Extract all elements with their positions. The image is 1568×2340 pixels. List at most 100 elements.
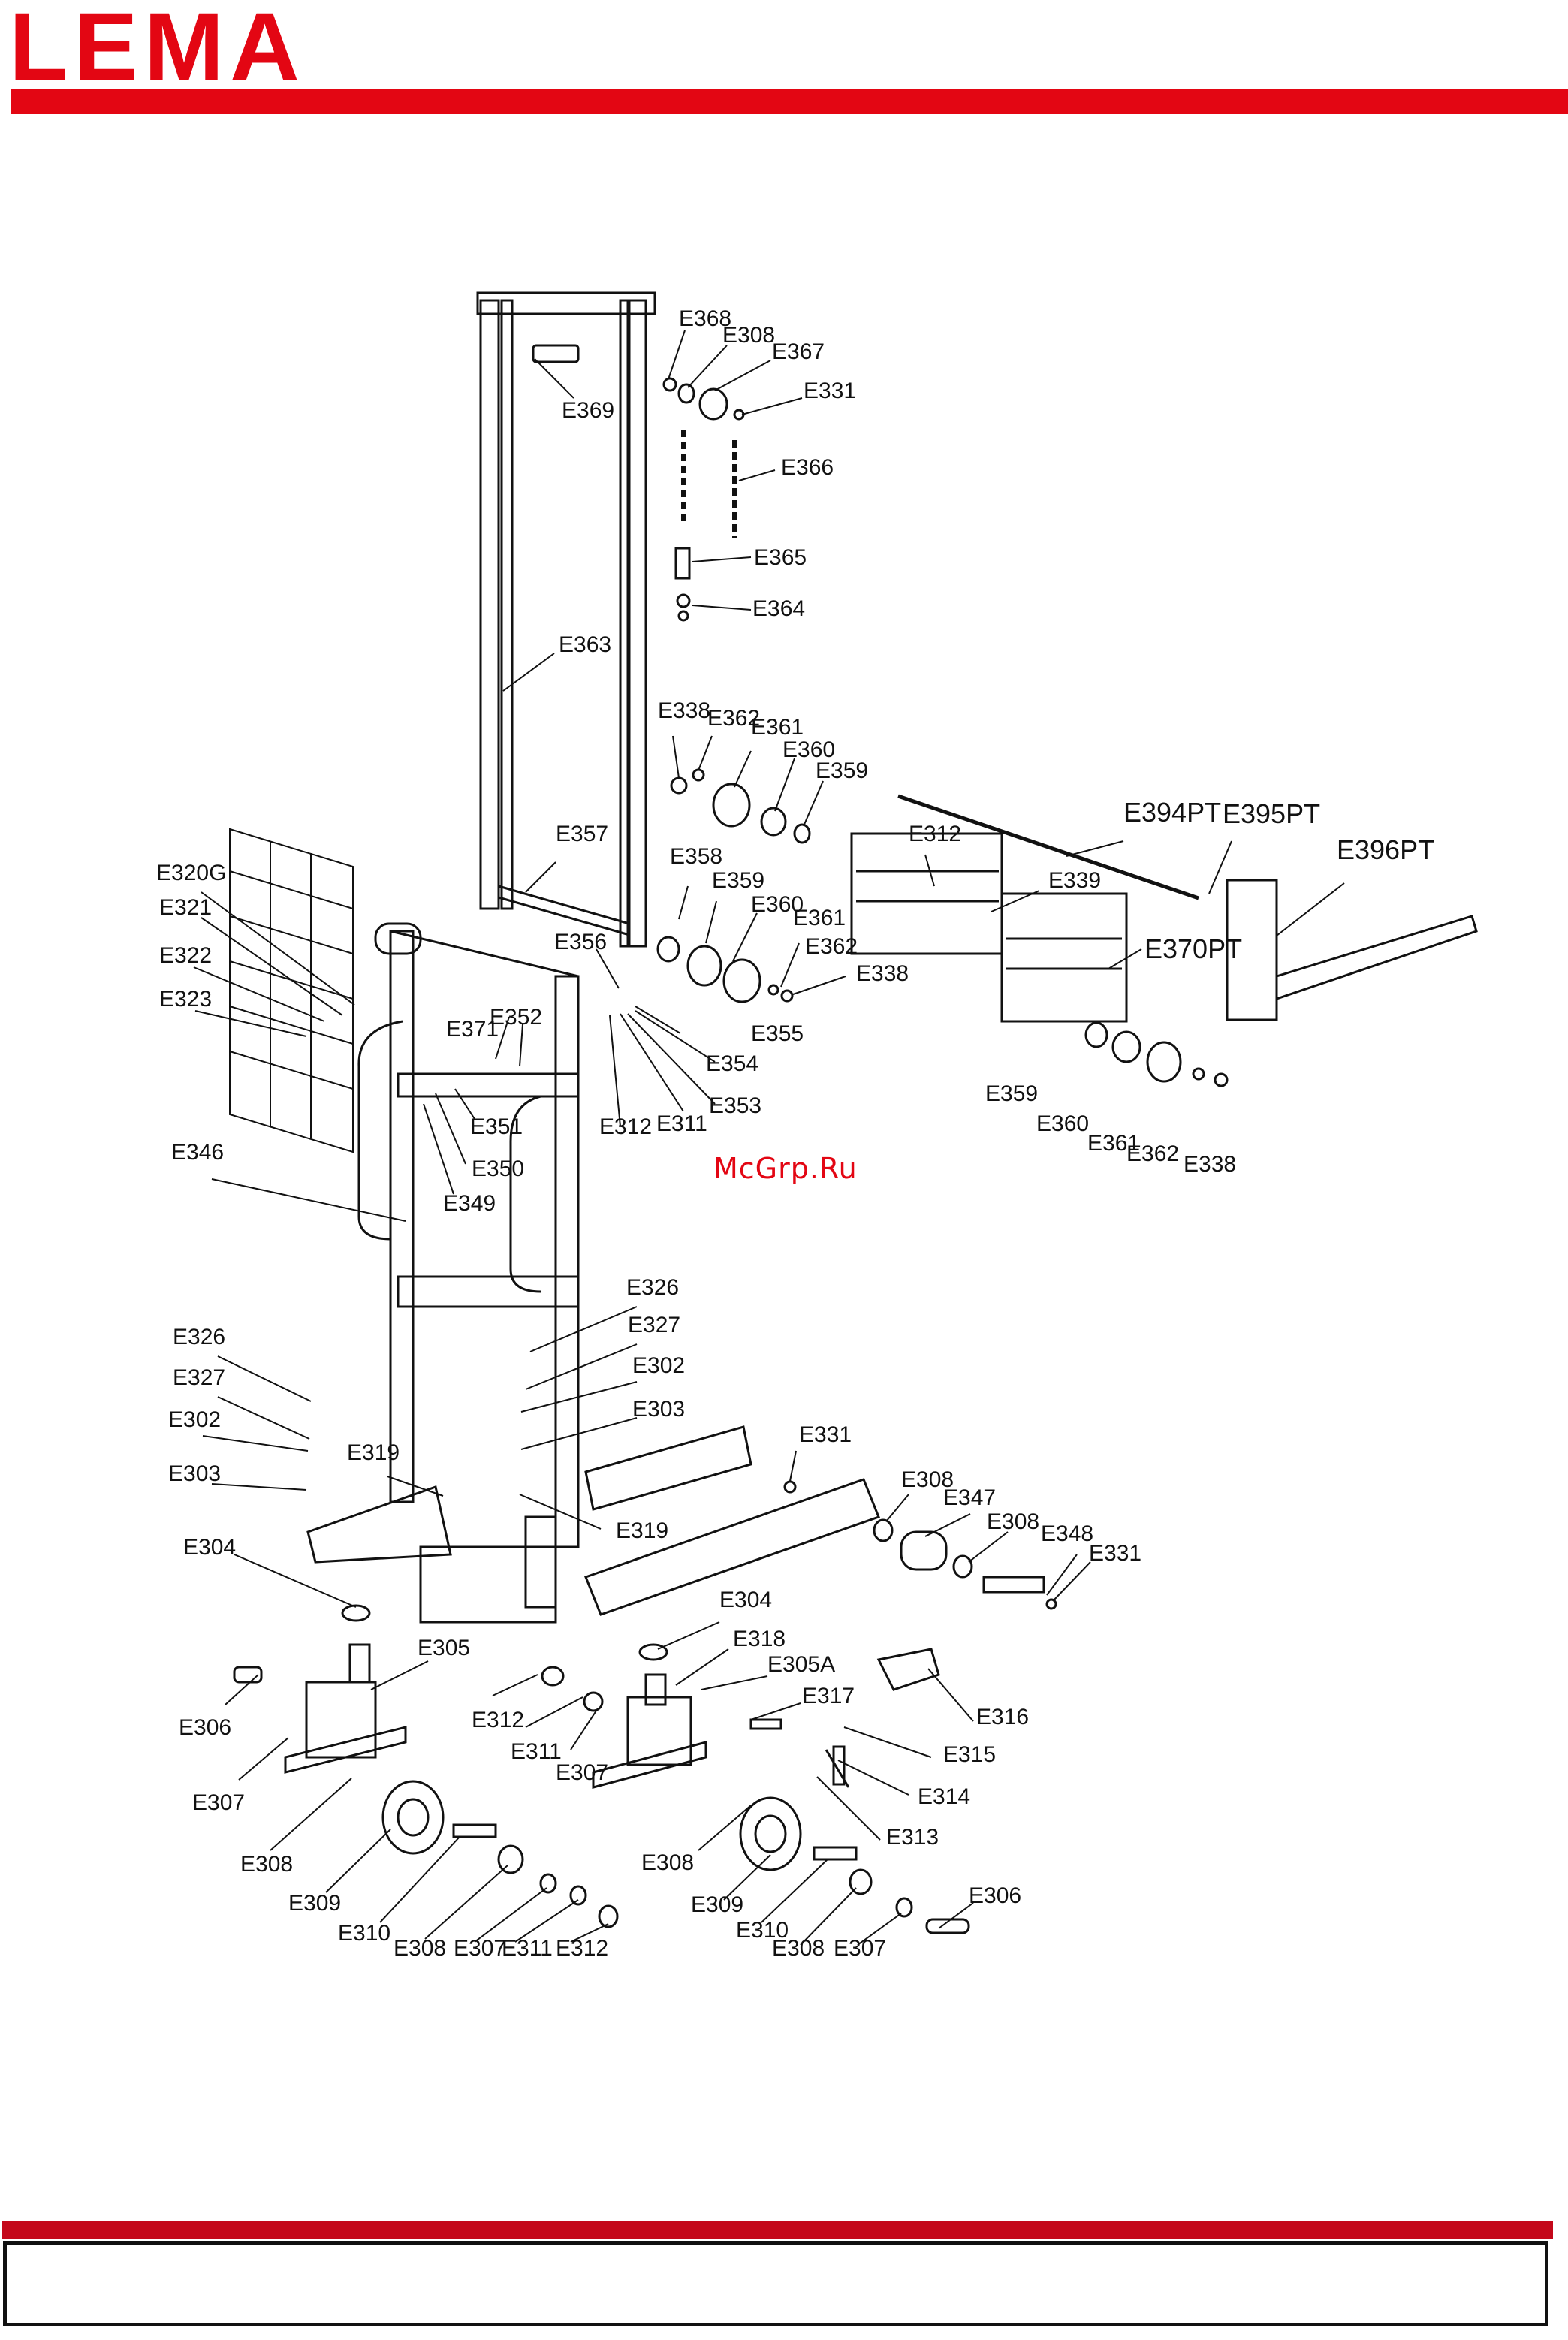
label-e331-axle: E331 — [799, 1422, 852, 1447]
label-e306-l: E306 — [179, 1715, 231, 1740]
label-e362: E362 — [707, 706, 760, 731]
lema-logo: LEMA — [9, 8, 306, 83]
label-e314: E314 — [918, 1784, 970, 1809]
label-e367: E367 — [772, 339, 825, 364]
label-e360-m: E360 — [751, 892, 804, 917]
label-e308-axle1: E308 — [901, 1467, 954, 1492]
label-e331: E331 — [804, 378, 856, 403]
label-e371: E371 — [446, 1017, 499, 1042]
label-e302-l: E302 — [168, 1407, 221, 1432]
label-e322: E322 — [159, 943, 212, 968]
label-e338: E338 — [658, 698, 710, 723]
label-e348: E348 — [1041, 1521, 1093, 1546]
label-e327-r: E327 — [628, 1313, 680, 1337]
label-e311-mid: E311 — [656, 1111, 707, 1136]
label-e321: E321 — [159, 895, 212, 920]
label-e308: E308 — [722, 323, 775, 348]
label-e308-lb: E308 — [394, 1936, 446, 1961]
label-e323: E323 — [159, 987, 212, 1012]
label-e307-l: E307 — [192, 1790, 245, 1815]
main-frame — [357, 922, 580, 1548]
watermark: McGrp.Ru — [713, 1152, 858, 1185]
label-e311-c: E311 — [511, 1739, 562, 1764]
label-e319-r: E319 — [616, 1518, 668, 1543]
label-e308-rb: E308 — [772, 1936, 825, 1961]
label-e308-axle2: E308 — [987, 1509, 1039, 1534]
label-e306-r: E306 — [969, 1883, 1021, 1908]
logo-text: LEMA — [9, 8, 306, 83]
label-e360-b: E360 — [1036, 1111, 1089, 1136]
label-e351: E351 — [470, 1114, 523, 1139]
label-e319-l: E319 — [347, 1440, 400, 1465]
label-e307-lb: E307 — [454, 1936, 506, 1961]
label-e366: E366 — [781, 455, 834, 480]
label-e396pt: E396PT — [1337, 834, 1434, 865]
header-red-band — [11, 89, 1568, 114]
label-e305a: E305A — [767, 1652, 835, 1677]
label-e361: E361 — [751, 715, 804, 740]
label-e305: E305 — [418, 1636, 470, 1660]
label-e312-c: E312 — [472, 1708, 524, 1732]
pulley-assembly — [662, 377, 745, 622]
label-e310-r: E310 — [736, 1918, 789, 1943]
label-e302-r: E302 — [632, 1353, 685, 1378]
mesh-guard — [229, 828, 354, 1153]
label-e361-m: E361 — [793, 906, 846, 930]
label-e349: E349 — [443, 1191, 496, 1216]
label-e370pt: E370PT — [1144, 933, 1242, 964]
label-e362-b: E362 — [1126, 1141, 1179, 1166]
label-e317: E317 — [802, 1684, 855, 1708]
label-e363: E363 — [559, 632, 611, 657]
label-e339: E339 — [1048, 868, 1101, 893]
label-e304-r: E304 — [719, 1588, 772, 1612]
label-e361-b: E361 — [1087, 1131, 1140, 1156]
label-e309-l: E309 — [288, 1891, 341, 1916]
label-e331-axle2: E331 — [1089, 1541, 1141, 1566]
label-e352: E352 — [490, 1005, 542, 1030]
footer-red-band — [2, 2221, 1553, 2239]
footer-box — [3, 2241, 1548, 2326]
leader-lines — [193, 330, 1345, 1946]
label-e347: E347 — [943, 1485, 996, 1510]
label-e358: E358 — [670, 844, 722, 869]
label-e309-r: E309 — [691, 1892, 743, 1917]
label-e303-r: E303 — [632, 1397, 685, 1422]
label-e369: E369 — [562, 398, 614, 423]
label-e310-l: E310 — [338, 1921, 390, 1946]
label-e326-l: E326 — [173, 1325, 225, 1349]
label-e308-r: E308 — [641, 1850, 694, 1875]
label-e318: E318 — [733, 1627, 786, 1651]
label-e360: E360 — [782, 737, 835, 762]
base-legs — [306, 1425, 880, 1624]
right-caster — [541, 1643, 970, 1934]
fork — [1226, 879, 1478, 1021]
label-e311-lb: E311 — [502, 1936, 553, 1961]
label-e394pt: E394PT — [1123, 797, 1221, 828]
label-e365: E365 — [754, 545, 807, 570]
label-e307-rb: E307 — [834, 1936, 886, 1961]
label-e312-top: E312 — [909, 822, 961, 846]
label-e338-m: E338 — [856, 961, 909, 986]
label-e359-m: E359 — [712, 868, 764, 893]
label-e313: E313 — [886, 1825, 939, 1850]
label-e303-l: E303 — [168, 1461, 221, 1486]
label-e312-mid: E312 — [599, 1114, 652, 1139]
label-e359-b: E359 — [985, 1081, 1038, 1106]
label-e356: E356 — [554, 930, 607, 954]
label-e320g: E320G — [156, 861, 226, 885]
label-e326-r: E326 — [626, 1275, 679, 1300]
label-e338-b: E338 — [1184, 1152, 1236, 1177]
axle-parts — [783, 1480, 1057, 1610]
label-e312-lb: E312 — [556, 1936, 608, 1961]
label-e327-l: E327 — [173, 1365, 225, 1390]
mast-frame — [476, 291, 656, 948]
label-e395pt: E395PT — [1223, 798, 1320, 829]
lift-chains — [681, 430, 737, 538]
label-e346: E346 — [171, 1140, 224, 1165]
label-e362-m: E362 — [805, 934, 858, 959]
label-e355: E355 — [751, 1021, 804, 1046]
label-e354: E354 — [706, 1051, 758, 1076]
label-e315: E315 — [943, 1742, 996, 1767]
label-e368: E368 — [679, 306, 731, 331]
